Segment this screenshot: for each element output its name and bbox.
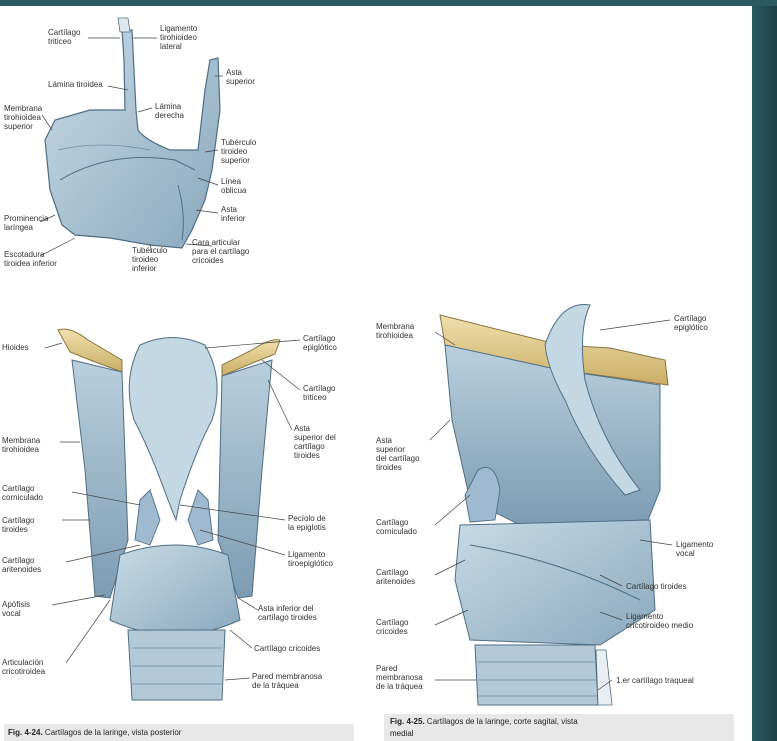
label-ligamento-cricotiroideo: Ligamento cricotiroideo medio (626, 612, 694, 630)
label-membrana-tirohioidea-25: Membrana tirohioidea (376, 322, 415, 340)
label-cartilago-epiglotico: Cartílago epiglótico (303, 334, 337, 352)
label-ligamento-vocal: Ligamento vocal (676, 540, 714, 558)
leader-lines (39, 37, 673, 691)
label-hioides: Hioides (2, 343, 29, 352)
label-primer-cartilago-traqueal: 1.er cartílago traqueal (616, 676, 694, 685)
label-prominencia-laringea: Prominencia laríngea (4, 214, 49, 232)
label-cartilago-cricoides-25: Cartílago cricoides (376, 618, 409, 636)
larynx-sagittal-illustration (439, 304, 669, 706)
label-asta-superior: Asta superior del cartílago tiroides (294, 424, 336, 460)
label-tuberculo-superior: Tubérculo tiroideo superior (221, 138, 257, 165)
label-linea-oblicua: Línea oblicua (221, 177, 247, 195)
label-cara-articular: Cara articular para el cartílago cricoid… (192, 238, 250, 265)
label-cartilago-epiglotico-25: Cartílago epiglótico (674, 314, 708, 332)
label-cartilago-aritenoides-25: Cartílago aritenoides (376, 568, 416, 586)
caption-fig-25: Fig. 4-25. Cartílagos de la laringe, cor… (390, 717, 578, 726)
label-asta-inferior: Asta inferior del cartílago tiroides (258, 604, 317, 622)
caption-box-25 (384, 714, 734, 741)
caption-text-24: Cartílagos de la laringe, vista posterio… (44, 728, 182, 737)
larynx-posterior-illustration (57, 328, 281, 701)
label-cartilago-tiroides-25: Cartílago tiroides (626, 582, 687, 591)
caption-number-24: Fig. 4-24. (8, 728, 43, 737)
label-asta-inferior-top: Asta inferior (221, 205, 246, 223)
label-cartilago-triticeo-top: Cartílago triticeo (48, 28, 81, 46)
label-ligamento-tiroepiglotico: Ligamento tiroepiglótico (288, 550, 333, 568)
label-asta-superior-25: Asta superior del cartílago tiroides (376, 436, 420, 472)
top-bar (0, 0, 777, 6)
thyroid-cartilage-lateral-illustration (44, 17, 221, 249)
label-membrana-tirohioidea: Membrana tirohioidea (2, 436, 41, 454)
label-cartilago-triticeo: Cartílago triticeo (303, 384, 336, 402)
caption-fig-25-line2: medial (390, 729, 414, 738)
label-lamina-derecha: Lámina derecha (155, 102, 184, 120)
caption-box-24 (4, 724, 354, 741)
label-membrana-tirohioidea-top: Membrana tirohioidea superior (4, 104, 43, 131)
label-tuberculo-inferior: Tubérculo tiroideo inferior (132, 246, 168, 273)
label-cartilago-corniculado: Cartílago corniculado (2, 484, 43, 502)
label-cartilago-corniculado-25: Cartílago corniculado (376, 518, 417, 536)
label-ligamento-tirohioideo: Ligamento tirohioideo lateral (160, 24, 198, 51)
caption-number-25: Fig. 4-25. (390, 717, 425, 726)
caption-text-25: Cartílagos de la laringe, corte sagital,… (426, 717, 578, 726)
label-cartilago-tiroides: Cartílago tiroides (2, 516, 35, 534)
label-apofisis-vocal: Apófisis vocal (2, 600, 31, 618)
caption-fig-24: Fig. 4-24. Cartílagos de la laringe, vis… (8, 728, 181, 737)
label-pared-membranosa: Pared membranosa de la tráquea (252, 672, 323, 690)
label-cartilago-cricoides: Cartílago cricoides (254, 644, 321, 653)
label-pared-membranosa-25: Pared membranosa de la tráquea (376, 664, 423, 691)
label-articulacion-cricotiroidea: Articulación cricotiroidea (2, 658, 46, 676)
label-peciolo-epiglotis: Pecíolo de la epiglotis (288, 514, 326, 532)
label-cartilago-aritenoides: Cartílago aritenoides (2, 556, 42, 574)
label-escotadura-inferior: Escotadura tiroidea inferior (4, 250, 57, 268)
label-asta-superior-top: Asta superior (226, 68, 255, 86)
label-lamina-tiroidea: Lámina tiroidea (48, 80, 103, 89)
